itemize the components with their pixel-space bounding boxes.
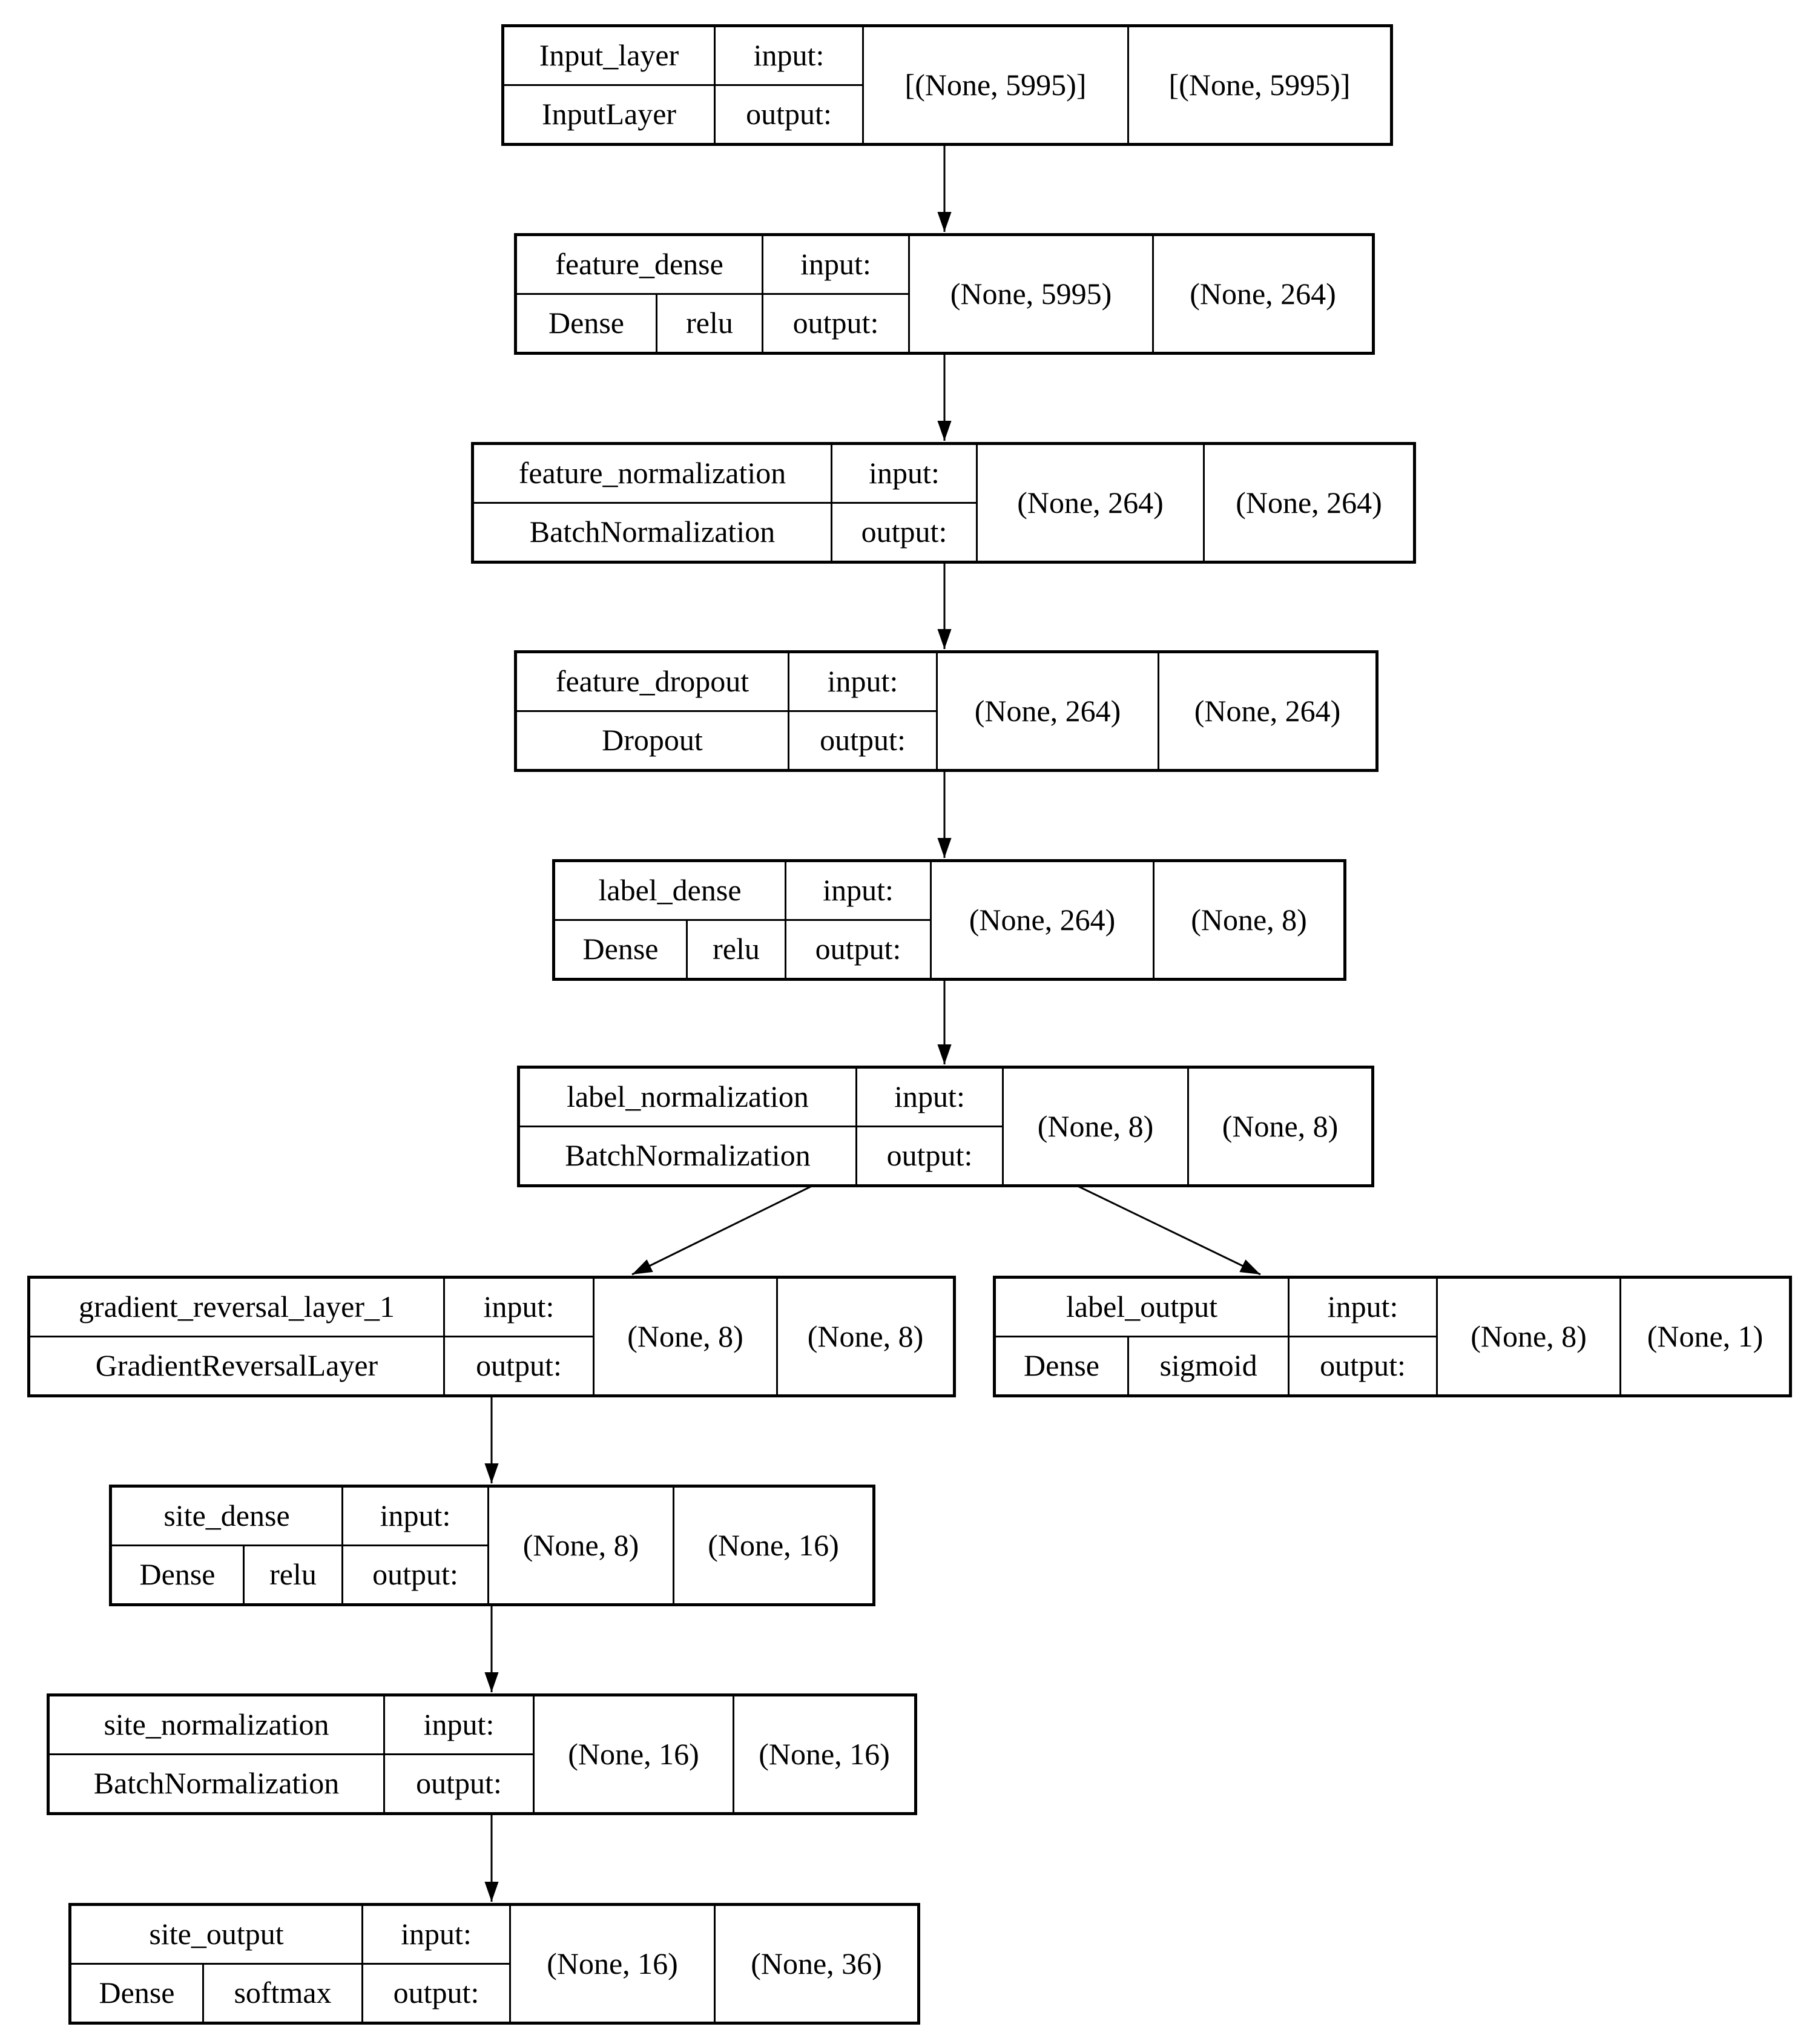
input-shape: (None, 16) xyxy=(509,1904,716,2024)
input-shape: (None, 8) xyxy=(487,1485,674,1606)
layer-name: site_normalization xyxy=(47,1694,385,1755)
edge-arrow xyxy=(631,1183,816,1276)
layer-name: feature_normalization xyxy=(472,443,832,504)
output-shape: (None, 36) xyxy=(714,1904,920,2024)
output-label: output: xyxy=(361,1963,511,2024)
layer-class: Dense xyxy=(993,1336,1129,1397)
layer-name: feature_dropout xyxy=(515,651,789,712)
layer-class: Dense xyxy=(553,919,688,980)
output-shape: (None, 264) xyxy=(1158,651,1378,771)
input-label: input: xyxy=(443,1276,595,1337)
layer-activation: softmax xyxy=(202,1963,363,2024)
output-label: output: xyxy=(785,919,932,980)
layer-class: Dense xyxy=(110,1545,245,1606)
node-label-output: label_output input: (None, 8) (None, 1) … xyxy=(993,1276,1793,1397)
output-shape: (None, 16) xyxy=(733,1694,917,1815)
layer-activation: relu xyxy=(243,1545,343,1606)
node-feature-normalization: feature_normalization input: (None, 264)… xyxy=(471,442,1416,564)
output-label: output: xyxy=(1288,1336,1438,1397)
layer-class: InputLayer xyxy=(502,84,716,145)
output-label: output: xyxy=(831,502,978,563)
input-shape: [(None, 5995)] xyxy=(862,25,1129,145)
layer-class: Dense xyxy=(515,293,657,354)
output-label: output: xyxy=(443,1336,595,1397)
layer-name: Input_layer xyxy=(502,25,716,86)
input-label: input: xyxy=(361,1904,511,1965)
output-label: output: xyxy=(762,293,910,354)
output-shape: (None, 264) xyxy=(1152,234,1374,354)
output-shape: (None, 8) xyxy=(1187,1066,1374,1187)
node-label-normalization: label_normalization input: (None, 8) (No… xyxy=(517,1066,1374,1187)
output-shape: (None, 264) xyxy=(1203,443,1415,563)
layer-activation: sigmoid xyxy=(1127,1336,1290,1397)
input-label: input: xyxy=(1288,1276,1438,1337)
layer-name: label_output xyxy=(993,1276,1290,1337)
node-feature-dense: feature_dense input: (None, 5995) (None,… xyxy=(514,233,1375,355)
layer-class: BatchNormalization xyxy=(47,1753,385,1815)
node-site-normalization: site_normalization input: (None, 16) (No… xyxy=(47,1693,917,1815)
input-label: input: xyxy=(714,25,864,86)
layer-class: Dropout xyxy=(515,710,789,771)
input-label: input: xyxy=(785,860,932,921)
node-input-layer: Input_layer input: [(None, 5995)] [(None… xyxy=(501,24,1393,146)
output-label: output: xyxy=(855,1126,1004,1187)
layer-name: label_dense xyxy=(552,860,787,921)
input-shape: (None, 264) xyxy=(976,443,1205,563)
input-label: input: xyxy=(341,1485,489,1546)
input-label: input: xyxy=(855,1066,1004,1127)
output-shape: (None, 8) xyxy=(776,1276,955,1397)
output-shape: [(None, 5995)] xyxy=(1127,25,1392,145)
output-label: output: xyxy=(341,1545,489,1606)
input-shape: (None, 8) xyxy=(593,1276,778,1397)
input-label: input: xyxy=(831,443,978,504)
output-label: output: xyxy=(714,84,864,145)
node-feature-dropout: feature_dropout input: (None, 264) (None… xyxy=(514,650,1379,772)
node-label-dense: label_dense input: (None, 264) (None, 8)… xyxy=(552,859,1347,981)
layer-name: site_dense xyxy=(110,1485,343,1546)
edge-arrow xyxy=(1073,1183,1261,1276)
layer-name: site_output xyxy=(69,1904,363,1965)
layer-class: GradientReversalLayer xyxy=(28,1336,445,1397)
input-label: input: xyxy=(762,234,910,295)
input-shape: (None, 264) xyxy=(930,860,1155,980)
node-gradient-reversal-layer-1: gradient_reversal_layer_1 input: (None, … xyxy=(27,1276,956,1397)
output-shape: (None, 1) xyxy=(1619,1276,1792,1397)
input-label: input: xyxy=(383,1694,535,1755)
input-shape: (None, 5995) xyxy=(908,234,1154,354)
output-label: output: xyxy=(383,1753,535,1815)
output-shape: (None, 8) xyxy=(1153,860,1346,980)
layer-name: label_normalization xyxy=(518,1066,857,1127)
layer-class: Dense xyxy=(69,1963,204,2024)
layer-class: BatchNormalization xyxy=(472,502,832,563)
input-shape: (None, 8) xyxy=(1436,1276,1622,1397)
layer-class: BatchNormalization xyxy=(518,1126,857,1187)
output-label: output: xyxy=(788,710,938,771)
input-shape: (None, 264) xyxy=(936,651,1159,771)
node-site-dense: site_dense input: (None, 8) (None, 16) D… xyxy=(109,1485,875,1606)
layer-name: feature_dense xyxy=(515,234,763,295)
layer-name: gradient_reversal_layer_1 xyxy=(28,1276,445,1337)
layer-activation: relu xyxy=(656,293,763,354)
node-site-output: site_output input: (None, 16) (None, 36)… xyxy=(68,1903,920,2025)
input-label: input: xyxy=(788,651,938,712)
layer-activation: relu xyxy=(685,919,787,980)
input-shape: (None, 16) xyxy=(533,1694,734,1815)
input-shape: (None, 8) xyxy=(1002,1066,1189,1187)
output-shape: (None, 16) xyxy=(673,1485,875,1606)
